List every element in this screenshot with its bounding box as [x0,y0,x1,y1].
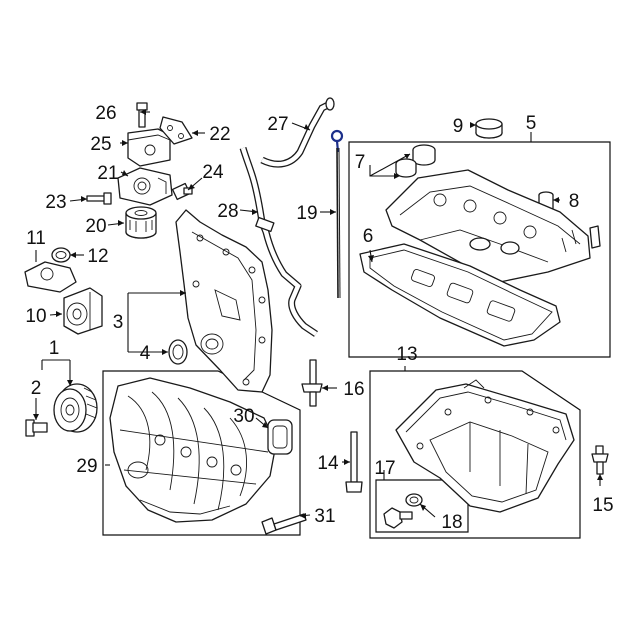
part-13-oil-pan [395,379,575,513]
callout-8: 8 [569,191,580,212]
callout-18: 18 [441,512,462,533]
callout-27: 27 [267,114,288,135]
callout-labels: 1 2 3 4 5 6 7 8 9 10 11 12 13 14 15 16 1… [25,103,613,533]
part-23-bolt [86,192,112,205]
callout-10: 10 [25,306,46,327]
callout-17: 17 [374,458,395,479]
callout-2: 2 [31,378,42,399]
callout-13: 13 [396,344,417,365]
callout-4: 4 [140,343,151,364]
callout-9: 9 [453,116,464,137]
callout-14: 14 [317,453,339,474]
part-28-pcv-hose [239,146,318,337]
callout-28: 28 [217,201,238,222]
part-7-seals [395,144,436,178]
oil-pan-group-box [369,370,581,539]
callout-20: 20 [85,216,106,237]
callout-1: 1 [49,338,60,359]
drain-plug-subgroup-box [375,479,469,533]
part-6-valve-cover-gasket [359,243,561,347]
part-18-washer [405,493,423,507]
callout-24: 24 [202,162,224,183]
part-31-bolt [261,513,307,535]
part-22-gasket [159,116,193,145]
callout-29: 29 [76,456,97,477]
part-20-oil-filter [125,206,157,239]
part-9-oil-cap [475,118,503,139]
part-1-pulley [53,383,98,433]
callout-7: 7 [355,152,366,173]
callout-3: 3 [113,312,124,333]
part-17-drain-plug [383,507,413,529]
valve-cover-group-box [348,141,611,358]
callout-26: 26 [95,103,116,124]
part-29-intake-manifold [109,377,277,523]
callout-22: 22 [209,124,230,145]
callout-30: 30 [233,406,254,427]
arrowheads [33,109,603,519]
part-19-dipstick [330,129,344,299]
part-5-valve-cover [385,169,601,283]
callout-6: 6 [363,226,374,247]
part-10-oil-pump [63,287,103,335]
callout-11: 11 [26,228,46,249]
part-16-stud [301,359,323,407]
part-30-gasket [267,419,293,455]
part-4-seal [168,339,188,365]
callout-15: 15 [592,495,613,516]
part-21-filter-housing [117,167,173,206]
part-3-timing-cover [175,209,273,393]
callout-16: 16 [343,379,364,400]
callout-19: 19 [296,203,317,224]
part-14-bolt [345,431,363,493]
callout-21: 21 [97,163,118,184]
callout-31: 31 [314,506,335,527]
part-27-pcv-tube [260,97,335,168]
part-2-crank-bolt [25,419,48,437]
callout-25: 25 [90,134,111,155]
part-15-stud [591,445,609,475]
part-25-adapter [127,128,171,167]
intake-manifold-group-box [102,370,301,536]
callout-23: 23 [45,192,66,213]
part-24-sensor [171,182,193,201]
part-11-cover [24,261,77,293]
part-12-o-ring [51,247,71,263]
callout-12: 12 [87,246,108,267]
part-26-bolt [136,102,148,128]
callout-5: 5 [526,113,537,134]
